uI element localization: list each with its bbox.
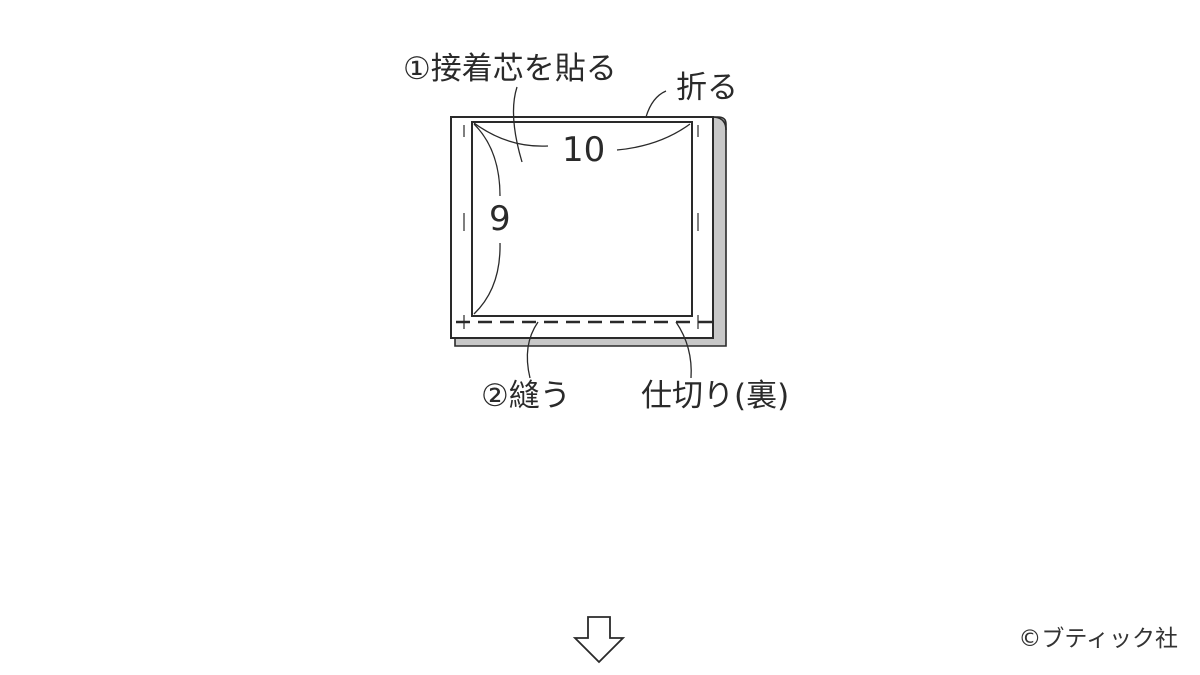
leader-fold [645,90,667,118]
height-dimension-curve-top [473,123,501,197]
leader-step1 [512,86,523,163]
step2-label: ②縫う [481,378,571,414]
divider-label: 仕切り(裏) [641,378,790,414]
fold-label: 折る [676,70,738,106]
interfacing-rect [471,121,693,317]
step1-label: ①接着芯を貼る [403,51,617,87]
width-dimension-label: 10 [562,130,606,170]
width-dimension-curve-right [616,123,691,151]
height-dimension-curve-bottom [473,242,501,315]
fold-edge [711,116,727,131]
leader-step2 [526,321,539,379]
down-arrow-icon [572,616,626,664]
height-dimension-label: 9 [489,199,511,239]
leader-divider [675,321,692,379]
width-dimension-curve-left [473,122,549,147]
copyright-notice: ©ブティック社 [1018,626,1178,652]
